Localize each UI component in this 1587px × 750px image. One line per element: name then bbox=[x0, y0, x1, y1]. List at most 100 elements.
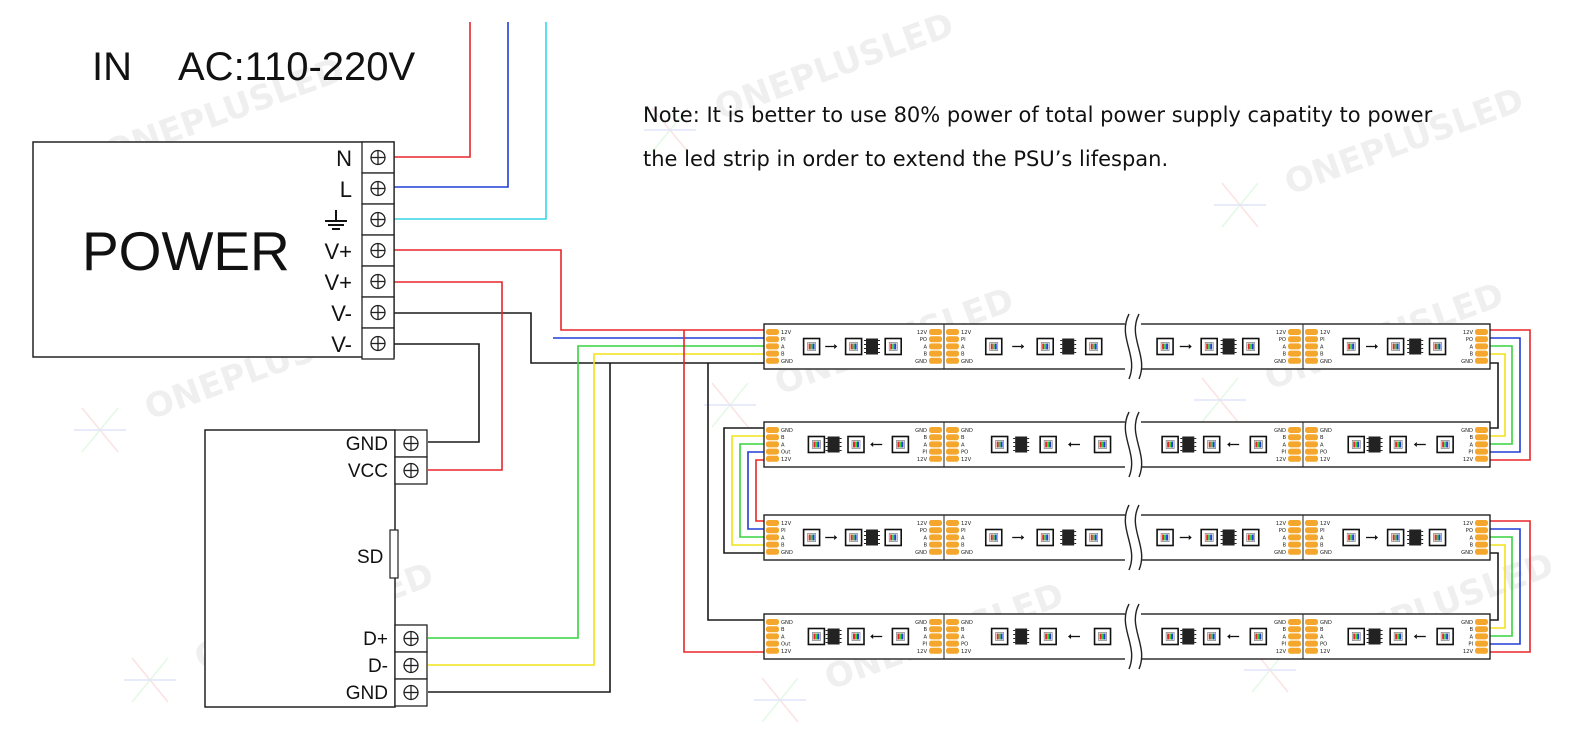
pad-label: 12V bbox=[1463, 649, 1474, 655]
psu-terminal-label: V- bbox=[331, 332, 352, 357]
rgb-led bbox=[984, 337, 1003, 356]
solder-pad bbox=[1288, 357, 1301, 364]
pad-label: A bbox=[923, 535, 927, 541]
pad-label: PI bbox=[961, 528, 966, 534]
pad-label: A bbox=[923, 344, 927, 350]
pad-label: A bbox=[1320, 535, 1324, 541]
solder-pad bbox=[1288, 527, 1301, 534]
arrow-right-icon bbox=[1012, 344, 1025, 349]
arrow-left-icon bbox=[1413, 634, 1426, 639]
solder-pad bbox=[1288, 647, 1301, 654]
solder-pad bbox=[1305, 448, 1318, 455]
rgb-led bbox=[990, 627, 1009, 646]
arrow-right-icon bbox=[825, 535, 838, 540]
solder-pad bbox=[1475, 541, 1488, 548]
arrow-right-icon bbox=[1179, 535, 1192, 540]
rgb-led bbox=[891, 435, 910, 454]
psu-terminal-label: N bbox=[336, 146, 352, 171]
rgb-led bbox=[1084, 337, 1103, 356]
led-strip-row-1: 12VPIABGND12VPOABGND12VPIABGND12VPOABGND… bbox=[763, 313, 1491, 380]
pad-label: PO bbox=[1279, 528, 1286, 534]
pad-label: 12V bbox=[1463, 457, 1474, 463]
pad-label: B bbox=[1469, 352, 1473, 358]
pad-label: PI bbox=[961, 337, 966, 343]
ic-chip bbox=[825, 628, 842, 645]
solder-pad bbox=[766, 357, 779, 364]
rgb-led bbox=[1428, 337, 1447, 356]
solder-pad bbox=[929, 343, 942, 350]
rgb-led bbox=[1161, 627, 1179, 646]
solder-pad bbox=[766, 448, 779, 455]
pad-label: GND bbox=[961, 428, 973, 434]
rgb-led bbox=[1156, 528, 1174, 547]
pad-label: B bbox=[781, 543, 785, 549]
arrow-left-icon bbox=[1413, 442, 1426, 447]
strip-break-mark bbox=[1124, 411, 1143, 478]
solder-pad bbox=[1475, 548, 1488, 555]
solder-pad bbox=[766, 350, 779, 357]
pad-label: 12V bbox=[781, 521, 792, 527]
rgb-led bbox=[1389, 435, 1407, 454]
pad-label: A bbox=[923, 634, 927, 640]
pad-label: B bbox=[961, 435, 965, 441]
solder-pad bbox=[929, 619, 942, 625]
arrow-left-icon bbox=[1068, 442, 1081, 447]
ic-chip bbox=[1060, 529, 1077, 546]
solder-pad bbox=[1475, 626, 1488, 633]
arrow-left-icon bbox=[1227, 442, 1240, 447]
rgb-led bbox=[891, 627, 910, 646]
solder-pad bbox=[766, 434, 779, 441]
rgb-led bbox=[1156, 337, 1174, 356]
pad-label: GND bbox=[1461, 428, 1473, 434]
psu-terminal-1 bbox=[361, 172, 395, 205]
pad-label: B bbox=[781, 352, 785, 358]
loop-r3-green bbox=[1490, 536, 1513, 637]
solder-pad bbox=[766, 626, 779, 633]
pad-label: B bbox=[1320, 627, 1324, 633]
input-voltage: AC:110-220V bbox=[178, 45, 416, 89]
rgb-led bbox=[884, 528, 903, 547]
solder-pad bbox=[1305, 357, 1318, 364]
pad-label: GND bbox=[1274, 428, 1286, 434]
pad-label: B bbox=[1320, 435, 1324, 441]
pad-label: GND bbox=[1274, 550, 1286, 556]
solder-pad bbox=[946, 427, 959, 433]
loop-l2-green bbox=[739, 443, 764, 538]
pad-label: 12V bbox=[1463, 330, 1474, 336]
rgb-led bbox=[847, 435, 865, 454]
pad-label: PI bbox=[1281, 450, 1286, 456]
loop-l2-red bbox=[755, 459, 764, 522]
pad-label: B bbox=[1282, 627, 1286, 633]
pad-label: 12V bbox=[781, 649, 792, 655]
solder-pad bbox=[766, 548, 779, 555]
pad-label: A bbox=[961, 344, 965, 350]
pad-label: B bbox=[1282, 435, 1286, 441]
solder-pad bbox=[946, 329, 959, 335]
rgb-led bbox=[1200, 528, 1218, 547]
solder-pad bbox=[929, 350, 942, 357]
pad-label: Out bbox=[781, 450, 790, 456]
rgb-led bbox=[844, 337, 863, 356]
pad-label: GND bbox=[961, 359, 973, 365]
pad-label: A bbox=[781, 442, 785, 448]
rgb-led bbox=[884, 337, 903, 356]
solder-pad bbox=[766, 427, 779, 433]
pad-label: A bbox=[1282, 634, 1286, 640]
wire-black-feed-bottom bbox=[707, 363, 764, 621]
rgb-led bbox=[1386, 528, 1405, 547]
pad-label: B bbox=[1320, 352, 1324, 358]
solder-pad bbox=[1305, 350, 1318, 357]
solder-pad bbox=[929, 448, 942, 455]
pad-label: 12V bbox=[1276, 457, 1287, 463]
pad-label: A bbox=[1282, 344, 1286, 350]
solder-pad bbox=[1288, 455, 1301, 462]
rgb-led bbox=[990, 435, 1009, 454]
pad-label: A bbox=[1282, 442, 1286, 448]
arrow-right-icon bbox=[1366, 344, 1379, 349]
rgb-led bbox=[1249, 435, 1268, 454]
